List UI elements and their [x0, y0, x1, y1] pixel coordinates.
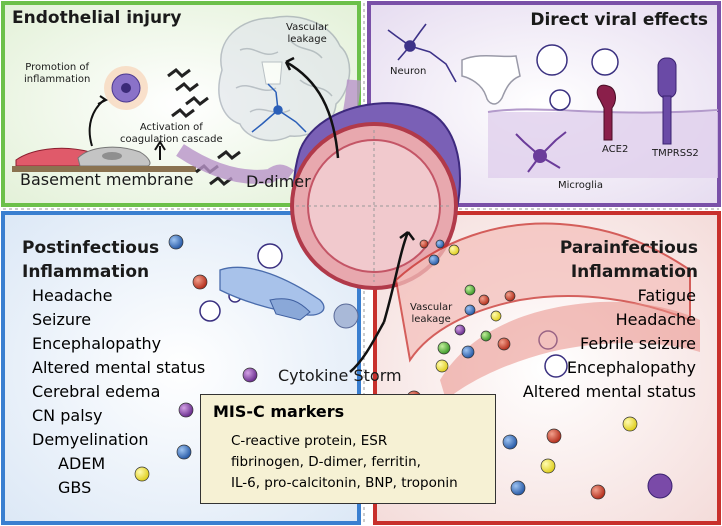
parainfectious-item: Headache [615, 310, 696, 329]
label-microglia: Microglia [558, 180, 603, 191]
label-coagulation-cascade: Activation of coagulation cascade [120, 122, 223, 145]
arrows-main [284, 56, 415, 373]
synapse-shape [461, 54, 521, 105]
label-cytokine-storm: Cytokine Storm [278, 366, 402, 385]
endothelial-cells [12, 146, 196, 172]
title-postinfectious-line2: Inflammation [22, 262, 150, 282]
ace2-receptor-icon [596, 84, 616, 141]
misc-marker-line: IL-6, pro-calcitonin, BNP, troponin [231, 475, 458, 491]
title-direct-viral-effects: Direct viral effects [530, 10, 708, 30]
label-ace2: ACE2 [602, 144, 629, 155]
parainfectious-item: Fatigue [637, 286, 696, 305]
misc-markers-title: MIS-C markers [213, 402, 345, 421]
label-tmprss2: TMPRSS2 [652, 148, 699, 159]
central-vessel [290, 102, 461, 290]
label-neuron: Neuron [390, 66, 427, 77]
brain-icon [218, 15, 351, 142]
postinfectious-list: Headache Seizure Encephalopathy Altered … [24, 284, 205, 500]
inflammatory-cell-icon [104, 66, 148, 110]
postinfectious-item: Altered mental status [32, 358, 206, 377]
postinfectious-item: Seizure [32, 310, 92, 329]
misc-marker-line: fibrinogen, D-dimer, ferritin, [231, 454, 421, 470]
vessel-branch [176, 144, 295, 184]
label-d-dimer: D-dimer [246, 172, 311, 191]
tmprss2-receptor-icon [657, 57, 677, 145]
postinfectious-item: CN palsy [32, 406, 103, 425]
postinfectious-subitem: ADEM [58, 454, 106, 473]
label-vascular-leakage-top: Vascular leakage [286, 22, 329, 45]
parainfectious-item: Febrile seizure [580, 334, 696, 353]
title-postinfectious-line1: Postinfectious [22, 238, 160, 258]
label-promotion-inflammation: Promotion of inflammation [24, 62, 91, 85]
postinfectious-item: Demyelination [32, 430, 149, 449]
neuron-icon [387, 23, 457, 83]
parainfectious-list: Fatigue Headache Febrile seizure Encepha… [523, 284, 696, 404]
postinfectious-item: Cerebral edema [32, 382, 161, 401]
postinfectious-subitem: GBS [58, 478, 92, 497]
macrophage-icon [333, 303, 359, 329]
neuron-blue-icon [251, 83, 307, 133]
title-endothelial-injury: Endothelial injury [12, 8, 182, 28]
title-parainfectious: Parainfectious Inflammation [560, 236, 698, 284]
microglia-icon [515, 131, 567, 173]
parainfectious-item: Altered mental status [522, 382, 696, 401]
label-basement-membrane: Basement membrane [20, 170, 194, 189]
parainfectious-item: Encephalopathy [566, 358, 696, 377]
misc-markers-box: MIS-C markers C-reactive protein, ESR fi… [200, 394, 496, 504]
purple-cell-icon [647, 473, 673, 499]
label-vascular-leakage-bottom: Vascular leakage [410, 302, 453, 325]
misc-markers-list: C-reactive protein, ESR fibrinogen, D-di… [231, 431, 458, 494]
title-parainfectious-line1: Parainfectious [559, 238, 698, 258]
misc-marker-line: C-reactive protein, ESR [231, 433, 388, 449]
postinfectious-item: Headache [32, 286, 113, 305]
title-parainfectious-line2: Inflammation [570, 262, 698, 282]
postinfectious-item: Encephalopathy [32, 334, 162, 353]
title-postinfectious: Postinfectious Inflammation [22, 236, 159, 284]
